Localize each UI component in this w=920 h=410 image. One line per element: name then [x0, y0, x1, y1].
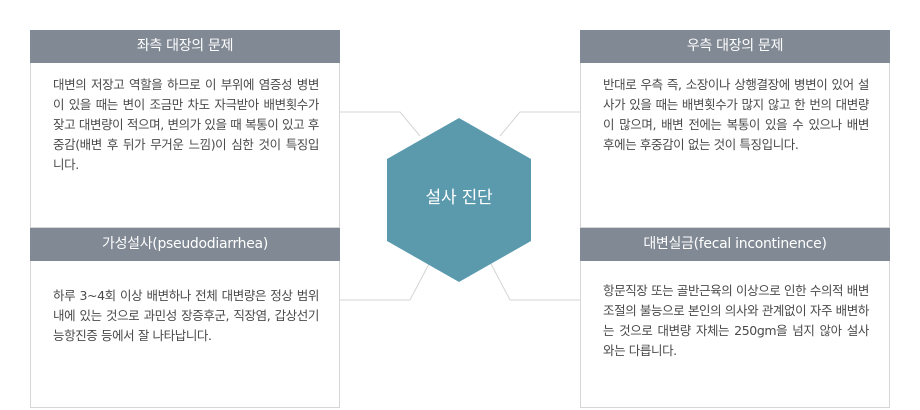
card-title: 좌측 대장의 문제	[30, 30, 340, 63]
card-text: 항문직장 또는 골반근육의 이상으로 인한 수의적 배변조절의 불능으로 본인의…	[580, 261, 890, 408]
card-title: 대변실금(fecal incontinence)	[580, 228, 890, 261]
connector-line-bottom-right	[489, 261, 580, 301]
card-text: 반대로 우측 즉, 소장이나 상행결장에 병변이 있어 설사가 있을 때는 배변…	[580, 63, 890, 228]
card-right-colon: 우측 대장의 문제 반대로 우측 즉, 소장이나 상행결장에 병변이 있어 설사…	[580, 30, 890, 228]
connector-line-bottom-left	[340, 261, 431, 301]
card-pseudodiarrhea: 가성설사(pseudodiarrhea) 하루 3~4회 이상 배변하나 전체 …	[30, 228, 340, 408]
connector-line-top-left	[340, 111, 421, 137]
card-fecal-incontinence: 대변실금(fecal incontinence) 항문직장 또는 골반근육의 이…	[580, 228, 890, 408]
card-left-colon: 좌측 대장의 문제 대변의 저장고 역할을 하므로 이 부위에 염증성 병변이 …	[30, 30, 340, 228]
card-title: 우측 대장의 문제	[580, 30, 890, 63]
card-title: 가성설사(pseudodiarrhea)	[30, 228, 340, 261]
center-hexagon	[387, 118, 531, 282]
card-text: 하루 3~4회 이상 배변하나 전체 대변량은 정상 범위 내에 있는 것으로 …	[30, 261, 340, 408]
connector-line-top-right	[499, 111, 580, 137]
card-text: 대변의 저장고 역할을 하므로 이 부위에 염증성 병변이 있을 때는 변이 조…	[30, 63, 340, 228]
center-label: 설사 진단	[425, 188, 493, 208]
